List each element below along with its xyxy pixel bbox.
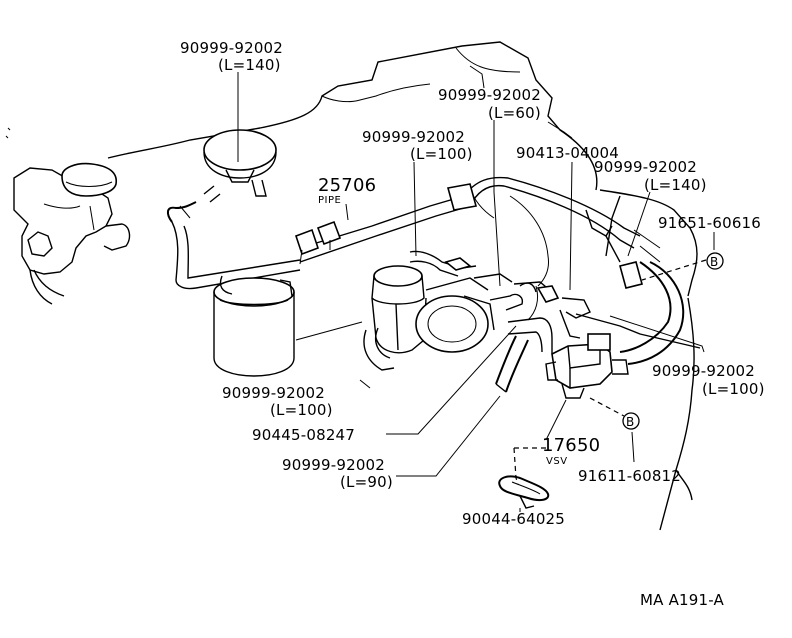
- label-hose-lower-left: 90999-92002: [222, 384, 325, 402]
- label-hose-mid: 90999-92002: [362, 128, 465, 146]
- label-bolt-91611: 91611-60812: [578, 467, 681, 485]
- ref-b-top: B: [710, 255, 718, 269]
- label-clip-90044: 90044-64025: [462, 510, 565, 528]
- diagram-id: MA A191-A: [640, 591, 725, 609]
- charcoal-canister: [213, 275, 295, 377]
- left-housing: [5, 127, 131, 305]
- label-hose-right-length: (L=140): [644, 176, 707, 194]
- label-pipe-part: 25706: [318, 175, 376, 196]
- pipe-25706: [294, 176, 641, 265]
- label-hose-lower-right: 90999-92002: [652, 362, 755, 380]
- valve-assembly: [371, 250, 537, 354]
- labels: 90999-92002 (L=140) 90999-92002 (L=60) 9…: [180, 39, 765, 609]
- label-hose-right: 90999-92002: [594, 158, 697, 176]
- label-clamp-90413: 90413-04004: [516, 144, 619, 162]
- ref-b-top-marker: [706, 252, 724, 270]
- ref-b-bottom-marker: [622, 412, 640, 430]
- vsv-17650: [545, 333, 629, 399]
- leader-lines: [237, 65, 715, 512]
- label-hose-top-left: 90999-92002: [180, 39, 283, 57]
- label-hose-top-mid: 90999-92002: [438, 86, 541, 104]
- label-hose-top-mid-length: (L=60): [488, 104, 541, 122]
- label-vsv-name: VSV: [546, 456, 568, 467]
- label-clamp-90445: 90445-08247: [252, 426, 355, 444]
- ref-b-bottom: B: [626, 415, 634, 429]
- label-hose-lower-right-length: (L=100): [702, 380, 765, 398]
- label-hose-mid-length: (L=100): [410, 145, 473, 163]
- label-vsv-part: 17650: [542, 435, 600, 456]
- label-pipe-name: PIPE: [318, 195, 341, 206]
- vacuum-reservoir: [166, 129, 301, 290]
- label-hose-top-left-length: (L=140): [218, 56, 281, 74]
- vacuum-hoses: [363, 235, 701, 393]
- clip-90044: [498, 475, 550, 509]
- label-hose-bottom: 90999-92002: [282, 456, 385, 474]
- label-bolt-91651: 91651-60616: [658, 214, 761, 232]
- label-hose-bottom-length: (L=90): [340, 473, 393, 491]
- label-hose-lower-left-length: (L=100): [270, 401, 333, 419]
